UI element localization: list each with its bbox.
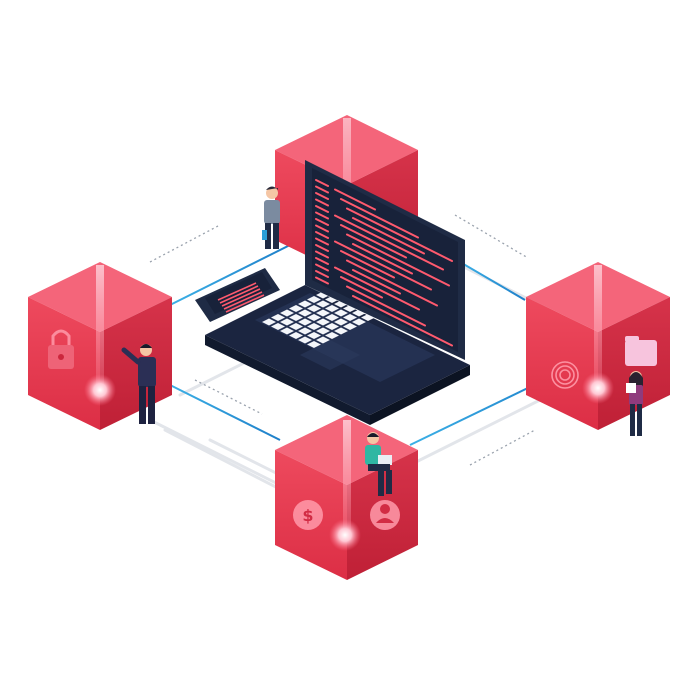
code-gutter-line <box>315 263 329 272</box>
code-line <box>334 214 444 271</box>
cube-right <box>526 262 670 430</box>
person-right <box>626 371 643 436</box>
keyboard-key <box>307 332 321 339</box>
keyboard-key <box>289 332 303 339</box>
person-top <box>262 186 280 249</box>
keyboard-key <box>289 314 303 321</box>
keyboard-key <box>307 314 321 321</box>
code-line <box>346 233 450 287</box>
code-gutter-line <box>315 205 329 213</box>
tablet-code-line <box>225 294 265 313</box>
keyboard-key <box>280 327 294 335</box>
keyboard-key <box>271 314 285 321</box>
code-gutter-line <box>315 179 329 187</box>
keyboard-key <box>316 300 330 308</box>
keyboard-key <box>334 309 348 317</box>
code-gutter-line <box>315 276 329 285</box>
keyboard-key <box>298 300 312 308</box>
user-icon <box>370 500 400 530</box>
code-line <box>340 250 395 279</box>
keyboard-key <box>352 318 366 326</box>
keyboard-key <box>298 318 312 326</box>
folder-icon <box>625 336 657 366</box>
code-gutter-line <box>315 211 329 220</box>
keyboard-key <box>325 305 339 312</box>
code-line <box>340 224 407 259</box>
code-line <box>334 266 420 311</box>
keyboard-key <box>289 305 303 312</box>
keyboard-key <box>343 314 357 321</box>
person-left <box>121 344 156 424</box>
keyboard-key <box>307 323 321 330</box>
keyboard-key <box>262 318 276 326</box>
keyboard-key <box>280 318 294 326</box>
code-line <box>352 269 401 295</box>
keyboard-key <box>289 323 303 330</box>
svg-text:$: $ <box>302 506 313 525</box>
tablet-code-line <box>217 282 257 301</box>
code-line <box>334 240 432 291</box>
code-line <box>352 295 453 347</box>
tablet-code-line <box>223 291 263 310</box>
keyboard-key <box>334 327 348 335</box>
code-line <box>352 243 413 275</box>
keyboard-key <box>343 323 357 330</box>
code-line <box>346 207 453 262</box>
code-gutter-line <box>315 231 329 239</box>
keyboard-key <box>280 309 294 317</box>
code-gutter-line <box>315 244 329 252</box>
code-gutter-line <box>315 224 329 233</box>
lock-icon <box>48 329 74 369</box>
laptop <box>205 160 470 425</box>
code-gutter-line <box>315 237 329 246</box>
code-gutter-line <box>315 250 329 259</box>
keyboard-key <box>307 296 321 303</box>
dollar-icon: $ <box>293 500 323 530</box>
keyboard-key <box>316 309 330 317</box>
fingerprint-icon <box>551 361 579 389</box>
keyboard-key <box>298 309 312 317</box>
tablet <box>195 268 280 322</box>
code-gutter-line <box>315 198 329 207</box>
keyboard-key <box>334 318 348 326</box>
dotted-arrows <box>149 214 536 466</box>
cube-bottom: $ <box>275 415 418 580</box>
code-line <box>340 276 383 299</box>
keyboard-key <box>298 327 312 335</box>
keyboard-key <box>325 323 339 330</box>
code-line <box>340 198 419 239</box>
code-line <box>352 217 425 255</box>
tablet-code-line <box>219 285 259 304</box>
keyboard-key <box>325 314 339 321</box>
keyboard-key <box>316 327 330 335</box>
person-bottom <box>365 432 392 496</box>
code-gutter-line <box>315 270 329 278</box>
keyboard-key <box>298 336 312 344</box>
code-line <box>346 285 426 327</box>
code-line <box>334 188 376 211</box>
code-gutter-line <box>315 218 329 226</box>
code-line <box>346 259 438 307</box>
keyboard-key <box>325 332 339 339</box>
code-gutter-line <box>315 192 329 200</box>
keyboard-key <box>271 323 285 330</box>
tablet-code-line <box>221 288 261 307</box>
keyboard-key <box>307 305 321 312</box>
code-gutter-line <box>315 257 329 265</box>
keyboard-key <box>316 318 330 326</box>
code-gutter-line <box>315 185 329 194</box>
code-lines <box>315 179 453 347</box>
